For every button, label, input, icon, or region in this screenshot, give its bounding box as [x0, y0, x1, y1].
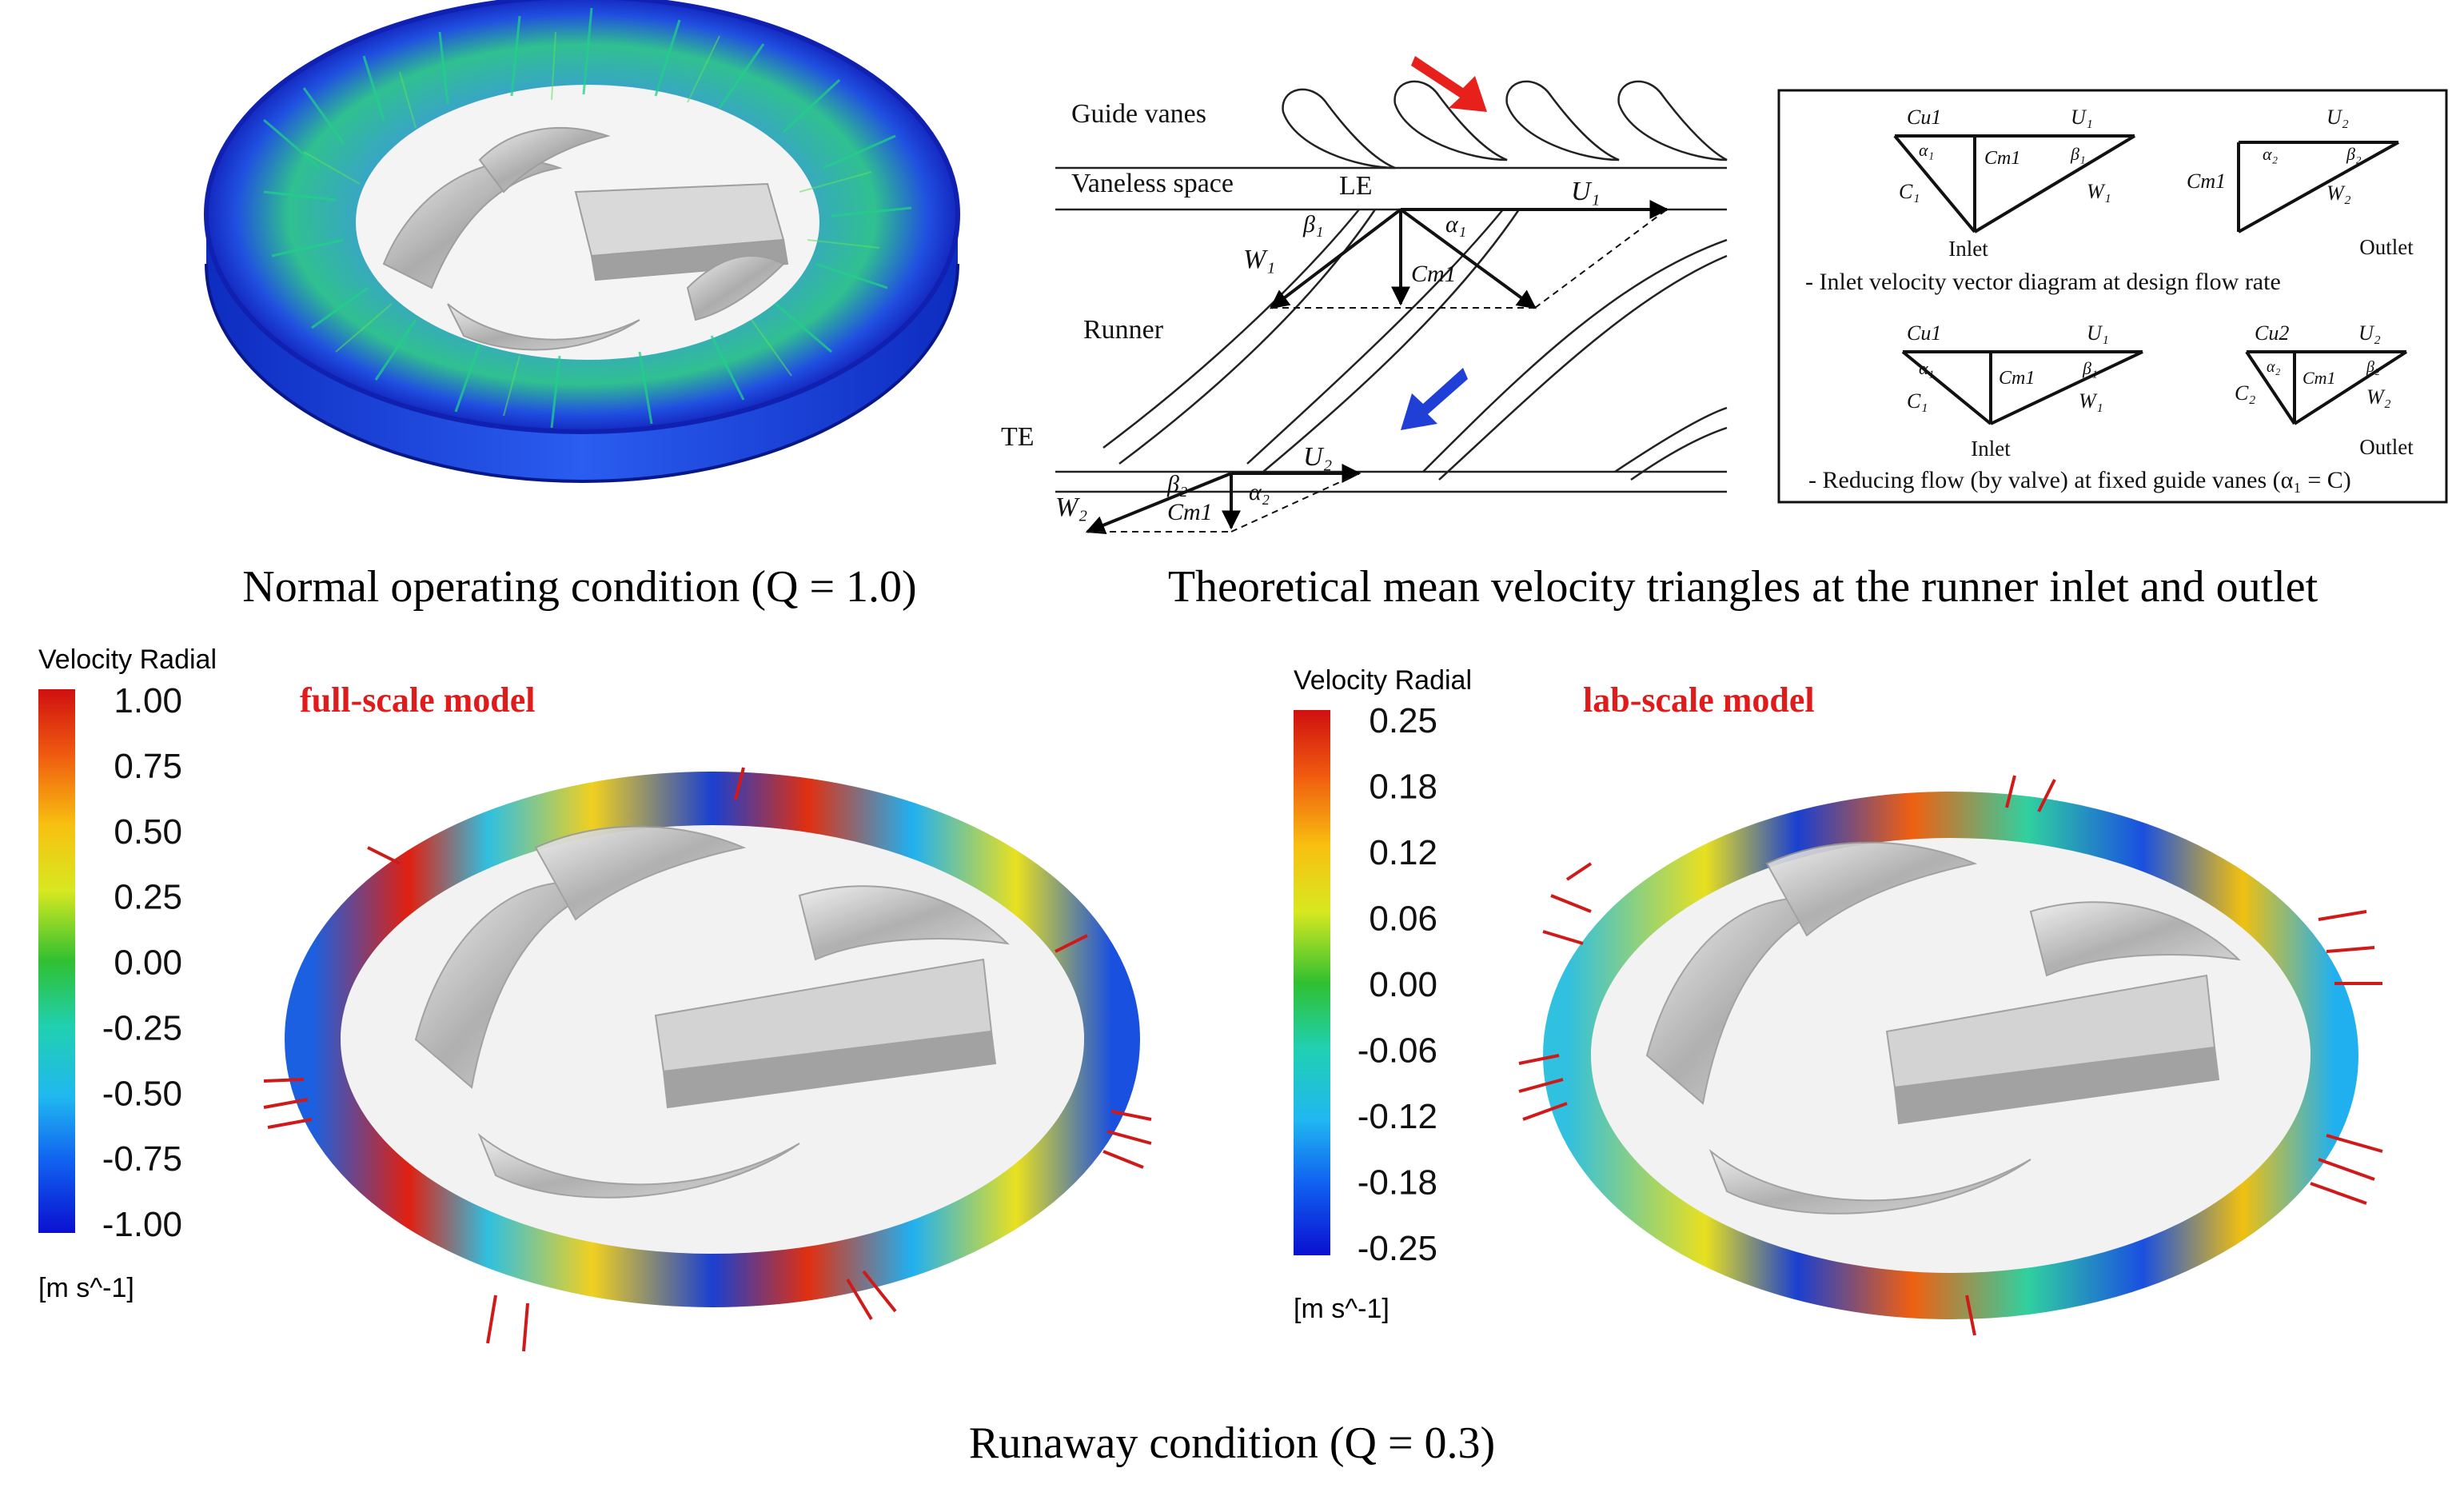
r2-c2: C₂	[2235, 381, 2255, 405]
legend-full-colorbar	[38, 689, 75, 1233]
r1-cu1: Cu1	[1907, 106, 1941, 129]
le-label: LE	[1339, 171, 1373, 201]
cm1-label: Cm1	[1411, 261, 1457, 287]
r1-a1: α₁	[1919, 140, 1934, 160]
normal-condition-caption: Normal operating condition (Q = 1.0)	[242, 562, 916, 612]
r2-b2: β₂	[2366, 358, 2380, 376]
full-scale-model-label: full-scale model	[300, 680, 536, 720]
alpha1-label: α₁	[1445, 211, 1466, 237]
r2-a1: α₁	[1919, 358, 1934, 378]
r1-c1: C₁	[1899, 180, 1920, 203]
r1-u2: U₂	[2326, 106, 2349, 129]
legend-full-tick: -0.50	[102, 1074, 182, 1113]
r2-out-cm1: Cm1	[2303, 368, 2336, 388]
legend-lab-title: Velocity Radial	[1294, 665, 1472, 696]
velocity-triangle-inset: Cu1 U₁ α₁ Cm1 β₁ C₁ W₁ U₂ Cm1 α₂ β₂ W₂ C…	[1777, 89, 2448, 504]
legend-full-title: Velocity Radial	[38, 644, 217, 675]
normal-condition-render	[204, 0, 960, 483]
te-label: TE	[1001, 422, 1035, 452]
cm2-label: Cm1	[1167, 499, 1213, 525]
legend-lab-tick: -0.18	[1358, 1163, 1437, 1203]
u2-label: U₂	[1303, 442, 1332, 472]
legend-full-tick: 0.50	[114, 812, 182, 852]
r2-cm1: Cm1	[1999, 368, 2035, 389]
c1-vector	[1399, 208, 1537, 309]
beta2-label: β₂	[1166, 471, 1187, 497]
legend-lab-tick: -0.25	[1358, 1229, 1437, 1268]
legend-full-scale: Velocity Radial 1.00 0.75 0.50 0.25 0.00 -0.2…	[38, 644, 217, 1303]
r2-u1: U₁	[2087, 321, 2109, 345]
legend-full-tick: -1.00	[102, 1205, 182, 1244]
r2-w2: W₂	[2366, 385, 2391, 409]
runaway-caption: Runaway condition (Q = 0.3)	[969, 1418, 1495, 1468]
legend-lab-scale: Velocity Radial 0.25 0.18 0.12 0.06 0.00 -0.0…	[1294, 665, 1472, 1324]
r2-u2: U₂	[2358, 321, 2381, 345]
r1-a2: α₂	[2263, 144, 2279, 164]
legend-lab-tick: 0.18	[1369, 768, 1437, 807]
velocity-vectors	[1085, 200, 1669, 535]
legend-lab-unit: [m s^-1]	[1294, 1294, 1389, 1324]
r2-c1: C₁	[1907, 389, 1928, 413]
w1-label: W₁	[1243, 245, 1275, 274]
legend-lab-tick: 0.12	[1369, 833, 1437, 872]
runner-label: Runner	[1083, 315, 1164, 345]
r1-b2: β₂	[2346, 144, 2362, 164]
r2-cu1: Cu1	[1907, 321, 1941, 345]
beta1-label: β₁	[1302, 211, 1323, 237]
r1-w2: W₂	[2326, 182, 2351, 205]
r2-inlet-label: Inlet	[1971, 437, 2011, 461]
r1-inlet-label: Inlet	[1948, 237, 1988, 261]
flow-direction-arrow-top	[1411, 56, 1487, 112]
triangles-caption: Theoretical mean velocity triangles at t…	[1168, 562, 2318, 612]
legend-full-tick: -0.25	[102, 1008, 182, 1047]
legend-lab-tick: 0.25	[1369, 701, 1437, 740]
flow-direction-arrow-bottom	[1401, 368, 1468, 430]
velocity-vector-field	[263, 7, 912, 429]
runner-blades	[382, 127, 789, 351]
legend-lab-tick: 0.00	[1369, 965, 1437, 1004]
lab-velocity-arrows	[1518, 775, 2383, 1336]
r1-caption: - Inlet velocity vector diagram at desig…	[1805, 269, 2281, 295]
r2-cu2: Cu2	[2255, 321, 2289, 345]
r2-b1: β₁	[2082, 358, 2098, 378]
r1-b1: β₁	[2070, 144, 2086, 164]
legend-full-tick: 0.75	[114, 747, 182, 786]
guide-vanes-label: Guide vanes	[1071, 99, 1206, 129]
r1-outlet-label: Outlet	[2359, 235, 2414, 259]
lab-scale-runaway-render	[1518, 775, 2383, 1336]
legend-full-tick: 1.00	[114, 681, 182, 720]
full-velocity-arrows	[263, 767, 1152, 1352]
r2-w1: W₁	[2079, 389, 2103, 413]
legend-full-unit: [m s^-1]	[38, 1273, 134, 1303]
r2-a2: α₂	[2267, 358, 2280, 376]
r1-out-cm1: Cm1	[2187, 170, 2226, 193]
r1-w1: W₁	[2087, 180, 2111, 203]
legend-lab-colorbar	[1294, 710, 1330, 1255]
dashed-construction-lines	[1087, 209, 1668, 533]
w2-label: W₂	[1055, 493, 1087, 522]
r1-u1: U₁	[2071, 106, 2093, 129]
legend-full-tick: 0.00	[114, 943, 182, 983]
legend-lab-tick: 0.06	[1369, 900, 1437, 939]
w1-vector	[1270, 208, 1402, 309]
vaneless-space-label: Vaneless space	[1071, 169, 1234, 198]
u1-label: U₁	[1571, 177, 1600, 206]
w2-vector	[1085, 472, 1232, 535]
legend-full-tick: 0.25	[114, 878, 182, 917]
alpha2-label: α₂	[1249, 479, 1270, 505]
velocity-triangle-schematic	[1055, 80, 1728, 493]
r2-outlet-label: Outlet	[2359, 435, 2414, 459]
lab-scale-model-label: lab-scale model	[1583, 680, 1815, 720]
full-scale-runaway-render	[263, 767, 1152, 1352]
legend-lab-tick: -0.12	[1358, 1097, 1437, 1136]
r1-cm1: Cm1	[1984, 148, 2020, 169]
legend-lab-tick: -0.06	[1358, 1031, 1437, 1071]
legend-full-tick: -0.75	[102, 1139, 182, 1179]
r2-caption: - Reducing flow (by valve) at fixed guid…	[1808, 467, 2351, 493]
